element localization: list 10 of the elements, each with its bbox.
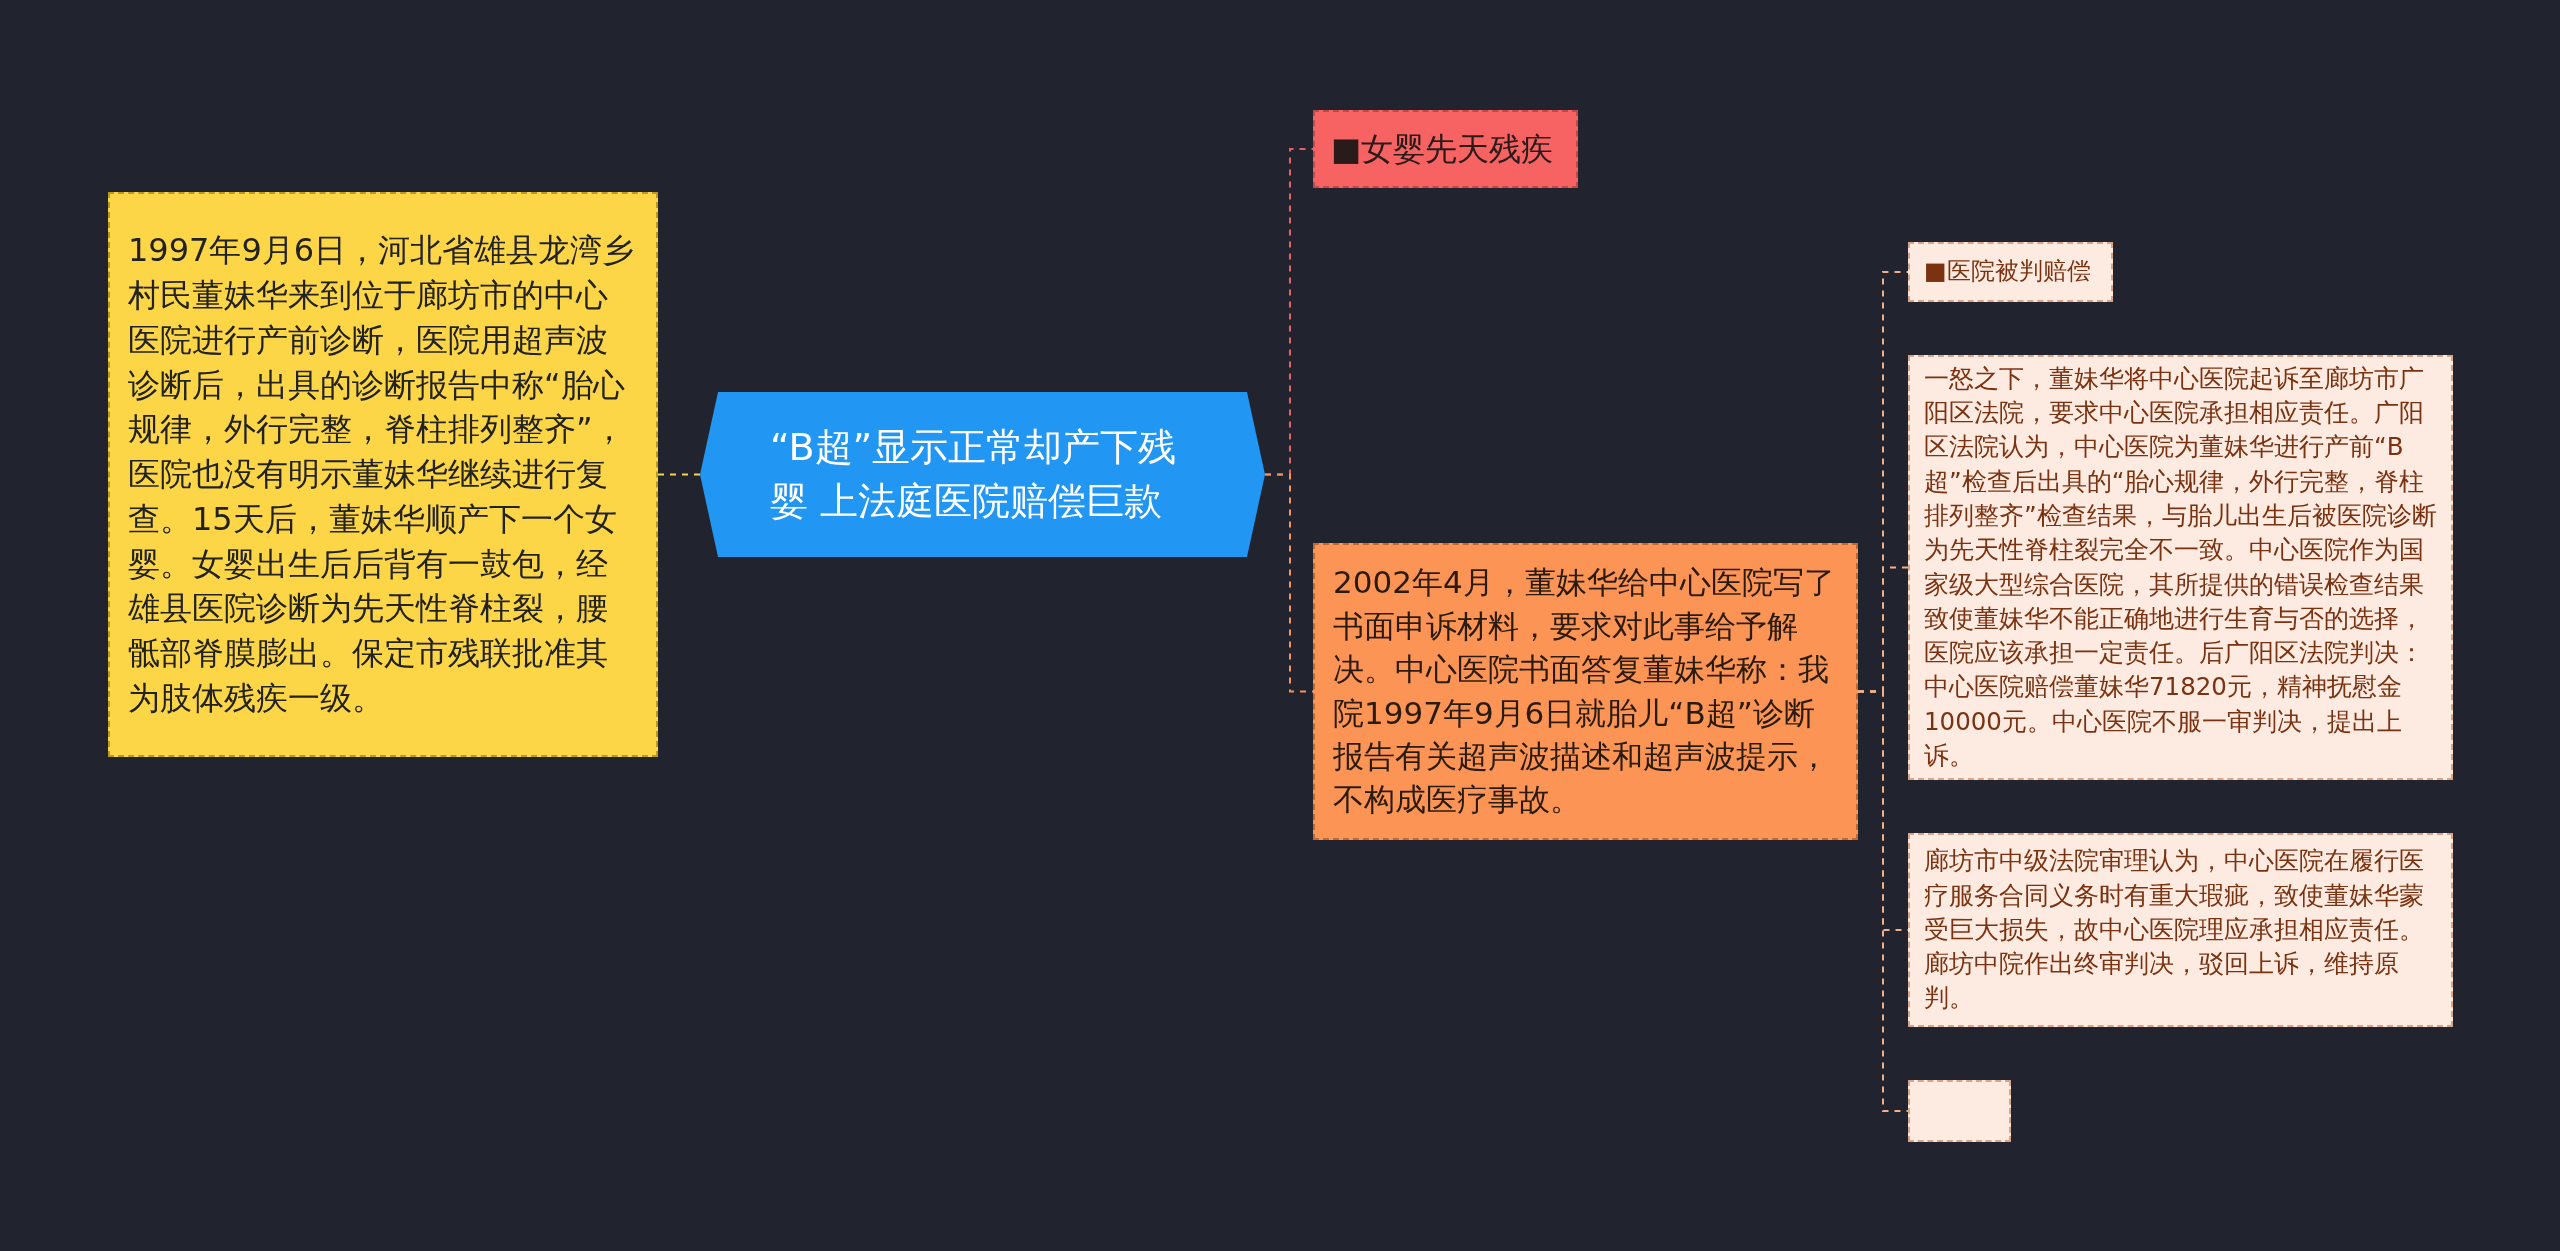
note-box: 廊坊市中级法院审理认为，中心医院在履行医疗服务合同义务时有重大瑕疵，致使董妹华蒙受巨大损失，故中心医院理应承担相应责任。廊坊中院作出终审判决，驳回上诉，维持原判。 — [1908, 833, 2453, 1027]
connector-line — [657, 473, 701, 476]
topic-hexagon: “B超”显示正常却产下残婴 上法庭医院赔偿巨款 — [700, 392, 1265, 557]
note-box: 1997年9月6日，河北省雄县龙湾乡村民董妹华来到位于廊坊市的中心医院进行产前诊断，医院用超声波诊断后，出具的诊断报告中称“胎心规律，外行完整，脊柱排列整齐”，医院也没有明示董妹华继续进行复查。15天后，董妹华顺产下一个女婴。女婴出生后后背有一鼓包，经雄县医院诊断为先天性脊柱裂，腰骶部脊膜膨出。保定市残联批准其为肢体残疾一级。 — [108, 192, 658, 757]
empty-box — [1908, 1080, 2011, 1142]
note-box: 2002年4月，董妹华给中心医院写了书面申诉材料，要求对此事给予解决。中心医院书面答复董妹华称：我院1997年9月6日就胎儿“B超”诊断报告有关超声波描述和超声波提示，不构成医疗事故。 — [1313, 543, 1858, 840]
topic-box: ■女婴先天残疾 — [1313, 110, 1578, 188]
topic-box: ■医院被判赔偿 — [1908, 242, 2113, 302]
note-box: 一怒之下，董妹华将中心医院起诉至廊坊市广阳区法院，要求中心医院承担相应责任。广阳区法院认为，中心医院为董妹华进行产前“B超”检查后出具的“胎心规律，外行完整，脊柱排列整齐”检查结果，与胎儿出生后被医院诊断为先天性脊柱裂完全不一致。中心医院作为国家级大型综合医院，其所提供的错误检查结果致使董妹华不能正确地进行生育与否的选择，医院应该承担一定责任。后广阳区法院判决：中心医院赔偿董妹华71820元，精神抚慰金10000元。中心医院不服一审判决，提出上诉。 — [1908, 355, 2453, 780]
connector-line — [1857, 690, 1909, 1112]
